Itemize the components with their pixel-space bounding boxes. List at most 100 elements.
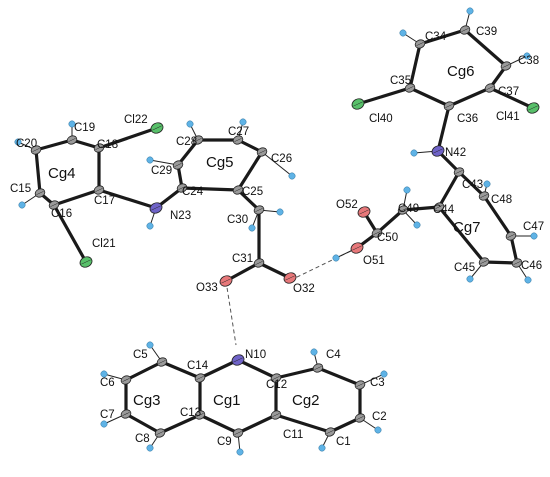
atom-n10 — [231, 354, 245, 366]
bond-c37-cl41 — [488, 86, 535, 110]
atom-c49 — [397, 205, 409, 215]
bond-c19-c20 — [34, 138, 74, 152]
hydrogen-atom — [410, 149, 418, 157]
atom-c37 — [484, 83, 496, 93]
atom-c17 — [93, 185, 105, 195]
atom-c43 — [453, 167, 465, 177]
atom-label-c26: C26 — [271, 153, 292, 165]
atom-c46 — [511, 258, 523, 268]
hydrogen-atom — [239, 118, 247, 126]
atom-label-c16: C16 — [51, 208, 72, 220]
atom-label-c5: C5 — [133, 349, 148, 361]
bond-c38-c39 — [463, 28, 508, 68]
atom-label-c45: C45 — [454, 262, 475, 274]
atom-label-c4: C4 — [326, 349, 341, 361]
hydrogen-atom — [524, 276, 532, 284]
atom-c9 — [232, 428, 244, 438]
atom-label-o32: O32 — [293, 283, 315, 295]
bond-c46-c47 — [509, 234, 519, 265]
bond-c35-cl40 — [356, 86, 412, 106]
bond-c45-c46 — [482, 260, 519, 265]
hydrogen-bonds — [225, 247, 358, 346]
bond-c24-c25 — [180, 186, 240, 192]
hydrogen-atom — [186, 120, 194, 128]
bond-c47-c48 — [482, 194, 513, 238]
bond-c35-c36 — [408, 86, 451, 108]
bond-c34-c35 — [408, 42, 422, 90]
atom-label-c18: C18 — [97, 139, 118, 151]
ring-label-cg4: Cg4 — [48, 165, 76, 182]
atom-label-c14: C14 — [187, 360, 209, 372]
atom-label-c48: C48 — [491, 194, 512, 206]
atom-c20 — [30, 145, 42, 155]
hydrogen-atom — [146, 341, 154, 349]
atom-label-c31: C31 — [232, 253, 253, 265]
hydrogen-atom — [466, 275, 474, 283]
atom-label-c34: C34 — [425, 31, 447, 43]
atom-c18 — [93, 143, 105, 153]
hydrogen-atom — [374, 426, 382, 434]
bond-c17-n23 — [97, 188, 158, 210]
hydrogen-atom — [146, 222, 154, 230]
atom-label-n42: N42 — [445, 147, 466, 159]
atom-cl41 — [526, 102, 540, 114]
bond-c49-c50 — [375, 208, 405, 235]
bond-c9-c13 — [198, 413, 240, 435]
atom-label-c24: C24 — [182, 186, 204, 198]
hydrogen-atom — [530, 232, 538, 240]
atom-label-o52: O52 — [336, 199, 358, 211]
atom-label-cl41: Cl41 — [496, 111, 520, 123]
ring-label-cg3: Cg3 — [133, 392, 161, 409]
atom-c39 — [459, 25, 471, 35]
atom-label-n23: N23 — [170, 210, 191, 222]
bond-c1-c11 — [274, 413, 332, 434]
atom-o51 — [350, 242, 364, 254]
atom-label-c35: C35 — [390, 75, 411, 87]
bond-c4-c3 — [316, 366, 362, 387]
atom-label-c7: C7 — [100, 409, 115, 421]
atom-c47 — [505, 231, 517, 241]
atom-c7 — [120, 409, 132, 419]
bond-c36-n42 — [436, 104, 451, 153]
bond-c8-c13 — [158, 413, 202, 435]
ring-label-cg6: Cg6 — [447, 63, 475, 80]
atom-label-c1: C1 — [336, 436, 351, 448]
hydrogen-atom — [100, 370, 108, 378]
atom-c36 — [443, 101, 455, 111]
atom-label-c49: C49 — [398, 203, 419, 215]
bond-c25-c30 — [236, 188, 261, 212]
atom-label-cl40: Cl40 — [369, 113, 393, 125]
atom-label-c11: C11 — [283, 429, 303, 441]
bond-c14-c5 — [160, 360, 202, 380]
hydrogen-atom — [18, 201, 26, 209]
hydrogen-atom — [523, 52, 531, 60]
atom-label-c36: C36 — [457, 113, 478, 125]
bond-c28-c29 — [176, 138, 200, 167]
ring-label-cg5: Cg5 — [206, 154, 234, 171]
atom-c24 — [176, 183, 188, 193]
atom-label-c44: C44 — [433, 204, 455, 216]
hydrogen-atom — [399, 29, 407, 37]
hydrogen-atom — [332, 254, 340, 262]
atom-label-c15: C15 — [10, 183, 31, 195]
atom-label-c13: C13 — [180, 407, 201, 419]
hydrogen-atom — [100, 420, 108, 428]
atom-label-c20: C20 — [16, 138, 37, 150]
atom-label-c25: C25 — [242, 186, 263, 198]
atom-label-c30: C30 — [227, 214, 248, 226]
atom-c2 — [354, 413, 366, 423]
hydrogen-atom — [466, 7, 474, 15]
atom-cl22 — [150, 122, 164, 134]
atom-c50 — [371, 228, 383, 238]
hydrogen-atom — [146, 156, 154, 164]
atom-c11 — [270, 410, 282, 420]
ring-labels: Cg1 Cg2 Cg3 Cg4 Cg5 Cg6 Cg7 — [48, 63, 481, 409]
bond-c43-c44 — [437, 170, 461, 209]
atom-label-o51: O51 — [363, 255, 385, 267]
atom-label-c6: C6 — [100, 377, 115, 389]
atom-label-c19: C19 — [74, 122, 95, 134]
bond-c25-c26 — [236, 150, 264, 192]
atom-label-cl21: Cl21 — [92, 238, 116, 250]
bond-c5-c6 — [124, 360, 164, 382]
